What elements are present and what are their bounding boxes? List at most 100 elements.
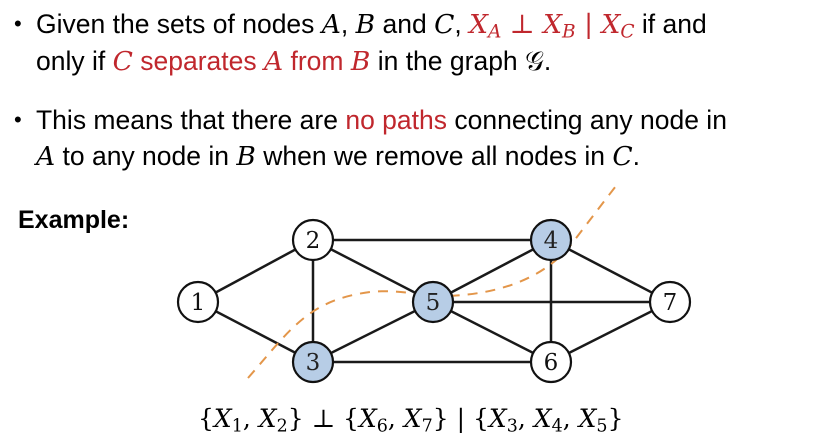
text-run: .: [632, 141, 640, 171]
brace: }: [432, 404, 449, 433]
node-5: 5: [411, 280, 455, 324]
bullet-line: only if C separates A from B in the grap…: [36, 43, 826, 80]
text-run: when we remove all nodes in: [255, 141, 613, 171]
node-label: 4: [544, 228, 559, 254]
math-x: X: [601, 9, 621, 40]
brace: {: [198, 404, 214, 433]
node-circle: [648, 280, 692, 324]
math-x: X: [488, 404, 507, 433]
node-6: 6: [529, 340, 573, 384]
math-set-a: A: [36, 141, 56, 172]
edge-1-2: [197, 238, 314, 304]
example-label: Example:: [18, 206, 130, 234]
brace: {: [343, 404, 359, 433]
math-x: X: [358, 404, 377, 433]
node-label: 6: [544, 350, 559, 376]
text-run: and: [375, 9, 435, 39]
math-subscript: 5: [596, 416, 608, 437]
edge-3-5: [312, 300, 434, 364]
node-2: 2: [291, 218, 335, 262]
math-subscript: A: [487, 21, 502, 43]
math-subscript: 1: [231, 416, 243, 437]
text-run: ,: [340, 9, 356, 39]
bullet-text: Given the sets of nodes A, B and C, XA ⊥…: [36, 6, 826, 80]
text-run: if and: [634, 9, 707, 39]
node-1: 1: [176, 280, 220, 324]
comma: ,: [387, 404, 404, 433]
math-subscript: 2: [276, 416, 288, 437]
independence-statement: XA ⊥ XB | XC: [469, 9, 634, 41]
node-label: 5: [426, 290, 441, 316]
math-set-c: C: [612, 141, 633, 172]
math-set-b: B: [350, 46, 371, 77]
math-x: X: [543, 9, 563, 40]
node-circle: [411, 280, 455, 324]
independence-formula: {X1, X2} ⊥ {X6, X7} | {X3, X4, X5}: [198, 401, 623, 437]
math-x: X: [213, 404, 232, 433]
edge-2-5: [312, 238, 434, 304]
text-run: only if: [36, 46, 113, 76]
graph-nodes: 1 2 3 4 5 6 7: [176, 218, 692, 384]
math-subscript: 4: [551, 416, 563, 437]
math-x: X: [469, 9, 488, 40]
given-bar: |: [575, 9, 602, 40]
separation-phrase: C separates A from B: [112, 46, 371, 77]
math-subscript: 7: [421, 416, 433, 437]
math-x: X: [403, 404, 422, 433]
comma: ,: [517, 404, 534, 433]
math-subscript: 3: [506, 416, 518, 437]
text-run: ,: [454, 9, 470, 39]
comma: ,: [242, 404, 259, 433]
math-subscript: B: [562, 21, 576, 43]
bullet-line: This means that there are no paths conne…: [36, 102, 826, 138]
node-3: 3: [291, 340, 335, 384]
edge-4-5: [432, 238, 552, 304]
math-set-b: B: [355, 9, 376, 40]
node-4: 4: [529, 218, 573, 262]
math-x: X: [578, 404, 597, 433]
math-subscript: 6: [376, 416, 388, 437]
bullet-marker: •: [14, 107, 22, 132]
node-circle: [291, 218, 335, 262]
node-label: 3: [306, 350, 321, 376]
text-run: from: [283, 46, 351, 76]
perp-symbol: ⊥: [501, 9, 544, 40]
brace: }: [287, 404, 304, 433]
node-circle: [291, 340, 335, 384]
math-graph-g: 𝒢: [525, 46, 544, 77]
bullet-line: A to any node in B when we remove all no…: [36, 138, 826, 175]
brace: }: [607, 404, 624, 433]
math-set-a: A: [321, 9, 341, 40]
bullet-line: Given the sets of nodes A, B and C, XA ⊥…: [36, 6, 826, 43]
node-label: 2: [306, 228, 321, 254]
text-run: to any node in: [55, 141, 237, 171]
no-paths-highlight: no paths: [345, 105, 447, 135]
text-run: separates: [132, 46, 264, 76]
graph-edges: [197, 238, 671, 364]
math-set-b: B: [236, 141, 256, 172]
text-run: .: [543, 46, 552, 76]
text-run: connecting any node in: [447, 105, 727, 135]
text-run: in the graph: [370, 46, 526, 76]
edge-5-6: [432, 300, 552, 364]
bullet-marker: •: [14, 11, 22, 36]
node-7: 7: [648, 280, 692, 324]
edge-6-7: [550, 300, 671, 364]
node-circle: [176, 280, 220, 324]
given-bar: |: [448, 404, 473, 433]
node-label: 7: [663, 290, 678, 316]
math-set-c: C: [112, 46, 133, 77]
bullet-text: This means that there are no paths conne…: [36, 102, 826, 175]
math-set-a: A: [263, 46, 284, 77]
edge-4-7: [550, 238, 671, 304]
text-run: This means that there are: [36, 105, 346, 135]
math-set-c: C: [434, 9, 455, 40]
math-subscript: C: [620, 21, 635, 43]
text-run: Given the sets of nodes: [36, 9, 322, 39]
node-circle: [529, 340, 573, 384]
edge-1-3: [197, 300, 314, 364]
node-circle: [529, 218, 573, 262]
perp-symbol: ⊥: [303, 404, 344, 433]
brace: {: [472, 404, 489, 433]
